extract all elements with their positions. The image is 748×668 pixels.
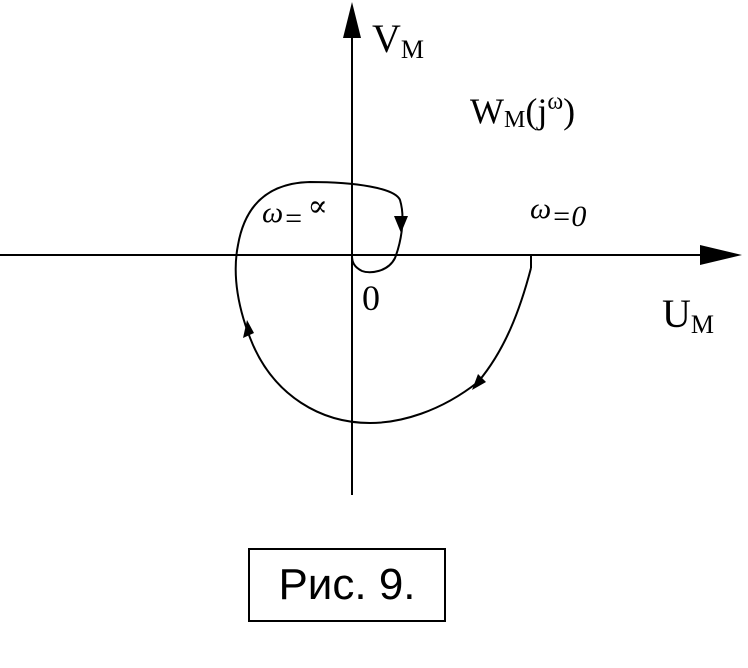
u-axis-label-sub: M: [691, 310, 714, 339]
omega-zero-text: =0: [551, 200, 586, 233]
omega-infinity-eq: =: [283, 202, 303, 235]
function-label-sub: M: [504, 107, 525, 133]
function-label-close: ): [563, 91, 575, 131]
omega-infinity-symbol: ω: [262, 196, 283, 229]
v-axis-label: VM: [372, 16, 424, 64]
hodograph-curve: [234, 180, 532, 425]
function-label-open: (j: [525, 91, 547, 131]
figure-caption-text: Рис. 9.: [278, 560, 416, 609]
omega-infinity-value: ∝: [307, 190, 327, 223]
u-axis-arrowhead: [700, 245, 742, 265]
curve-arrow-left: [243, 320, 254, 338]
omega-infinity-label: ω=∝: [262, 190, 328, 235]
u-axis-label: UM: [662, 291, 714, 339]
omega-zero-label: ω=0: [530, 192, 586, 233]
function-label-sup: ω: [547, 89, 563, 115]
v-axis-label-main: V: [372, 16, 401, 61]
function-label: WM(jω): [470, 89, 575, 133]
v-axis-label-sub: M: [401, 35, 424, 64]
curve-arrow-upper-right: [394, 216, 408, 233]
origin-label: 0: [362, 278, 380, 318]
function-label-main: W: [470, 91, 504, 131]
curve-arrow-lower-right: [472, 374, 486, 390]
u-axis-label-main: U: [662, 291, 691, 336]
v-axis-arrowhead: [343, 2, 361, 38]
figure-caption-box: Рис. 9.: [248, 548, 446, 622]
omega-zero-symbol: ω: [530, 192, 551, 225]
